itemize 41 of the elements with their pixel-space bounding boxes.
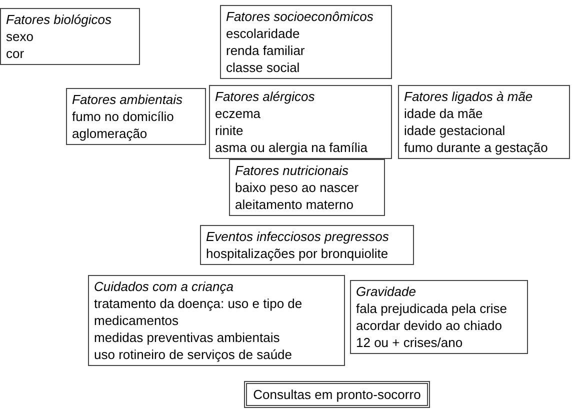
box-item: idade da mãe (404, 105, 484, 122)
box-heading: Fatores biológicos (6, 11, 112, 28)
factor-box (209, 85, 392, 159)
factor-box (0, 8, 140, 65)
factor-box (220, 5, 392, 79)
factor-box (350, 280, 528, 354)
factor-box (229, 159, 385, 216)
box-heading: Fatores ambientais (72, 91, 184, 108)
box-item: fumo durante a gestação (404, 139, 549, 156)
box-heading: Fatores alérgicos (215, 88, 316, 105)
box-item: 12 ou + crises/ano (356, 334, 464, 351)
box-item: acordar devido ao chiado (356, 317, 503, 334)
box-heading: Cuidados com a criança (94, 278, 234, 295)
box-item: aglomeração (72, 125, 148, 142)
factor-box (244, 381, 430, 408)
box-heading: Eventos infecciosos pregressos (206, 228, 390, 245)
box-heading: Fatores socioeconômicos (226, 8, 374, 25)
box-item: rinite (215, 122, 244, 139)
box-item: uso rotineiro de serviços de saúde (94, 346, 294, 363)
box-heading: Fatores nutricionais (235, 162, 350, 179)
factor-box (66, 88, 206, 145)
box-item: eczema (215, 105, 262, 122)
box-item: asma ou alergia na família (215, 139, 368, 156)
box-item: classe social (226, 59, 301, 76)
box-item: fumo no domicílio (72, 108, 175, 125)
factor-box (200, 225, 414, 265)
box-item: escolaridade (226, 25, 301, 42)
box-item: cor (6, 45, 26, 62)
box-heading: Fatores ligados à mãe (404, 88, 534, 105)
box-heading: Gravidade (356, 283, 417, 300)
box-item: fala prejudicada pela crise (356, 300, 508, 317)
box-item: renda familiar (226, 42, 306, 59)
box-item: aleitamento materno (235, 196, 355, 213)
box-item: sexo (6, 28, 34, 45)
factor-box (398, 85, 570, 159)
box-item: medidas preventivas ambientais (94, 329, 281, 346)
box-item: baixo peso ao nascer (235, 179, 360, 196)
box-item: idade gestacional (404, 122, 506, 139)
box-item: hospitalizações por bronquiolite (206, 245, 390, 262)
factor-box (88, 275, 345, 366)
box-item: Consultas em pronto-socorro (252, 386, 422, 403)
